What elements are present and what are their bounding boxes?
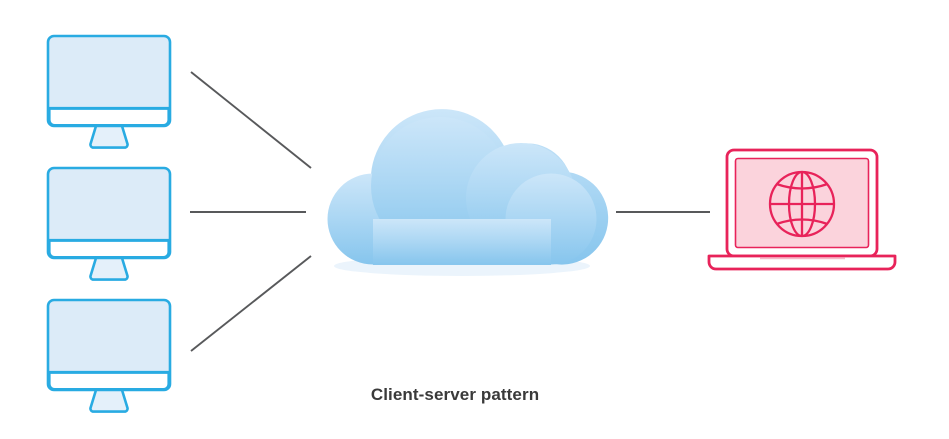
connector-group <box>190 71 710 352</box>
connector-client-bottom-to-cloud <box>190 255 312 352</box>
client-monitor-top[interactable] <box>46 34 172 149</box>
connector-client-top-to-cloud <box>190 71 312 169</box>
diagram-caption: Client-server pattern <box>370 385 540 404</box>
globe-icon <box>768 170 836 238</box>
network-cloud[interactable] <box>327 109 609 276</box>
server-laptop-base <box>707 254 897 271</box>
server-laptop[interactable] <box>707 148 897 271</box>
client-monitor-middle[interactable] <box>46 166 172 281</box>
